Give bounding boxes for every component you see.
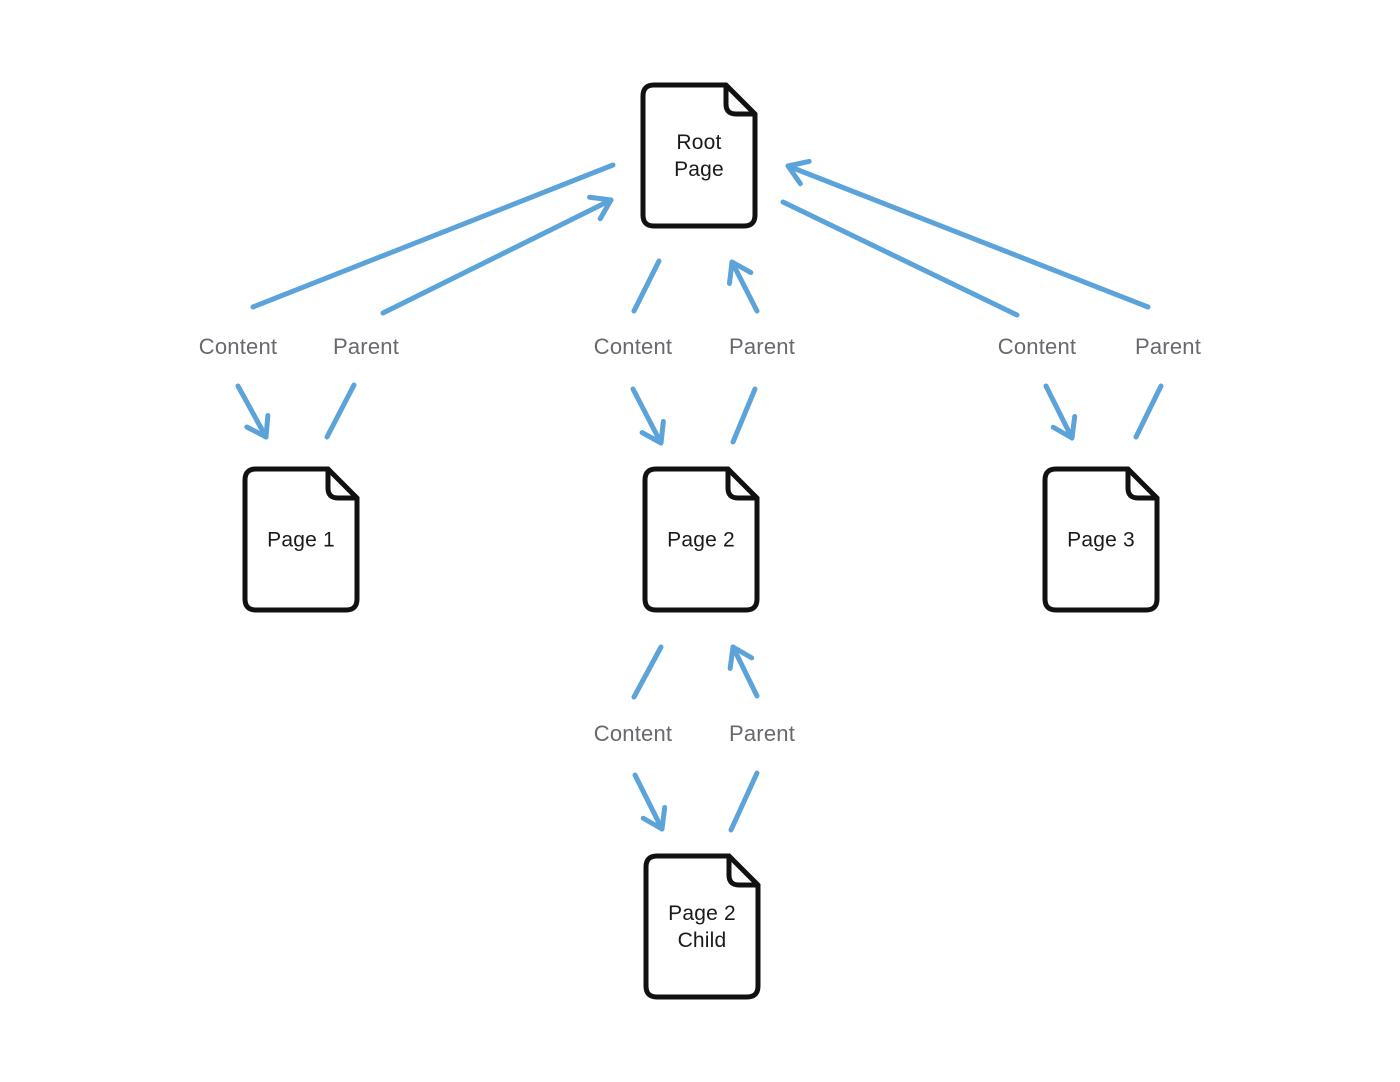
arrow-page3-root-parent-upper-arrowhead bbox=[785, 158, 1151, 310]
arrow-root-page1-content-upper bbox=[250, 162, 616, 310]
arrow-page1-root-parent-lower bbox=[324, 382, 357, 440]
edge-label-content-root-page2: Content bbox=[593, 334, 673, 359]
arrow-root-page1-content-lower-arrowhead bbox=[235, 383, 271, 440]
node-label-page-3: Page 3 bbox=[1067, 528, 1135, 551]
document-icon bbox=[1042, 466, 1160, 613]
node-page-3: Page 3 bbox=[1042, 466, 1160, 613]
arrow-root-page2-content-lower-arrowhead bbox=[630, 386, 666, 446]
arrow-page2-root-parent-lower bbox=[730, 386, 758, 445]
edge-label-content-root-page1: Content bbox=[198, 334, 278, 359]
arrow-page2-child-content-upper bbox=[631, 644, 664, 700]
edge-label-parent-child-page2: Parent bbox=[728, 721, 796, 746]
edge-label-parent-page2-root: Parent bbox=[728, 334, 796, 359]
arrow-child-page2-parent-lower bbox=[728, 770, 760, 833]
node-page-1: Page 1 bbox=[242, 466, 360, 613]
arrow-page2-child-content-lower-arrowhead bbox=[632, 772, 668, 832]
arrow-root-page3-content-upper bbox=[780, 199, 1020, 318]
arrow-page2-root-parent-upper-arrowhead bbox=[726, 259, 760, 314]
document-icon bbox=[642, 466, 760, 613]
node-label-page-2: Page 2 bbox=[667, 528, 735, 551]
node-root-page: Root Page bbox=[640, 82, 758, 229]
arrow-root-page3-content-lower-arrowhead bbox=[1043, 383, 1078, 441]
node-label-page-2-child: Page 2 Child bbox=[668, 901, 736, 952]
document-icon bbox=[643, 853, 761, 1000]
node-label-root-page: Root Page bbox=[674, 130, 724, 181]
arrow-page3-root-parent-lower bbox=[1133, 383, 1164, 440]
arrow-child-page2-parent-upper-arrowhead bbox=[727, 644, 760, 699]
arrow-page1-root-parent-upper-arrowhead bbox=[380, 194, 614, 316]
edge-label-content-root-page3: Content bbox=[997, 334, 1077, 359]
edge-label-parent-page1-root: Parent bbox=[332, 334, 400, 359]
node-page-2-child: Page 2 Child bbox=[643, 853, 761, 1000]
edge-label-content-page2-child: Content bbox=[593, 721, 673, 746]
node-label-page-1: Page 1 bbox=[267, 528, 335, 551]
document-icon bbox=[242, 466, 360, 613]
node-page-2: Page 2 bbox=[642, 466, 760, 613]
document-icon bbox=[640, 82, 758, 229]
edge-label-parent-page3-root: Parent bbox=[1134, 334, 1202, 359]
arrow-root-page2-content-upper bbox=[631, 258, 662, 314]
